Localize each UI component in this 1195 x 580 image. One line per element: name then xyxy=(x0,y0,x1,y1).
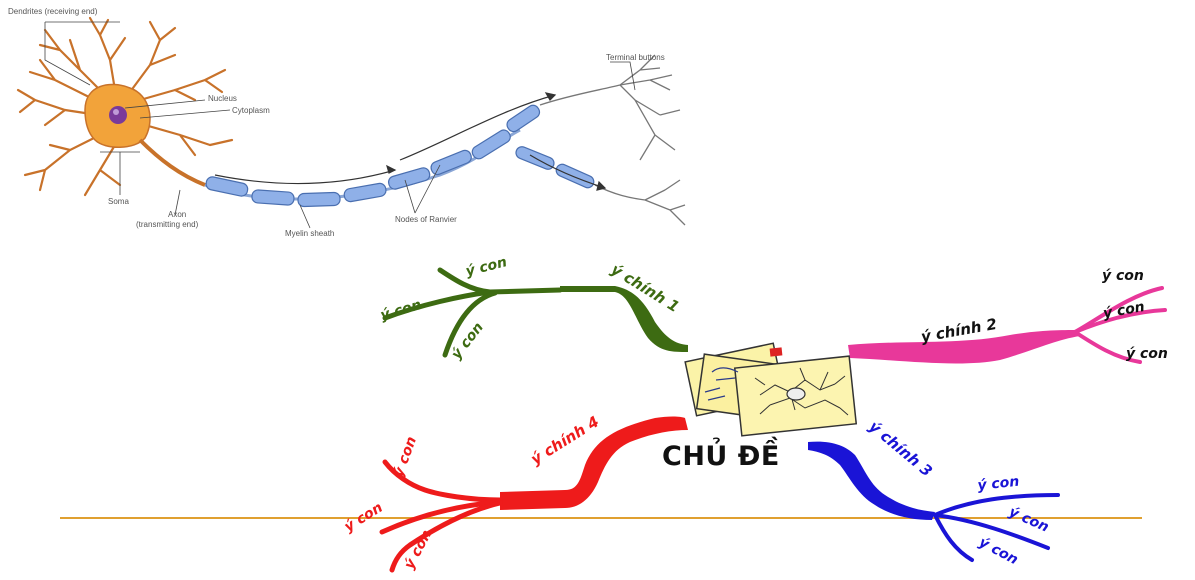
branch-2-sub-1: ý con xyxy=(1102,268,1144,284)
label-axon-sub: (transmitting end) xyxy=(136,220,199,229)
branch-2-sub-2: ý con xyxy=(1102,299,1146,322)
label-nodes-of-ranvier: Nodes of Ranvier xyxy=(395,215,457,224)
label-terminal-buttons: Terminal buttons xyxy=(606,53,665,62)
branch-4: ý chính 4 ý con ý con ý con xyxy=(342,412,688,571)
branch-1-sub-1: ý con xyxy=(464,254,509,280)
branch-3-sub-1: ý con xyxy=(977,474,1020,494)
label-cytoplasm: Cytoplasm xyxy=(232,106,270,115)
label-nucleus: Nucleus xyxy=(208,94,237,103)
mindmap: ý chính 1 ý con ý con ý con ý chính 2 ý … xyxy=(342,254,1168,572)
center-image xyxy=(685,343,856,436)
label-myelin-sheath: Myelin sheath xyxy=(285,229,334,238)
branch-2-sub-3: ý con xyxy=(1126,346,1168,362)
branch-3-label: ý chính 3 xyxy=(865,417,935,480)
label-soma: Soma xyxy=(108,197,129,206)
branch-3-sub-2: ý con xyxy=(1006,504,1051,536)
branch-1: ý chính 1 ý con ý con ý con xyxy=(379,254,688,362)
label-axon: Axon xyxy=(168,210,186,219)
branch-2: ý chính 2 ý con ý con ý con xyxy=(848,268,1168,363)
neuron-illustration: Dendrites (receiving end) Nucleus Cytopl… xyxy=(8,7,685,238)
axon-terminals xyxy=(540,55,685,225)
branch-3: ý chính 3 ý con ý con ý con xyxy=(808,417,1058,568)
myelin-sheath xyxy=(205,103,596,207)
label-dendrites: Dendrites (receiving end) xyxy=(8,7,98,16)
center-topic-label: CHỦ ĐỀ xyxy=(662,441,780,472)
branch-1-sub-3: ý con xyxy=(449,320,487,363)
branch-4-sub-1: ý con xyxy=(391,435,420,480)
neuron-nucleus xyxy=(109,106,127,124)
branch-3-sub-3: ý con xyxy=(976,534,1021,568)
branch-1-sub-2: ý con xyxy=(379,297,424,324)
